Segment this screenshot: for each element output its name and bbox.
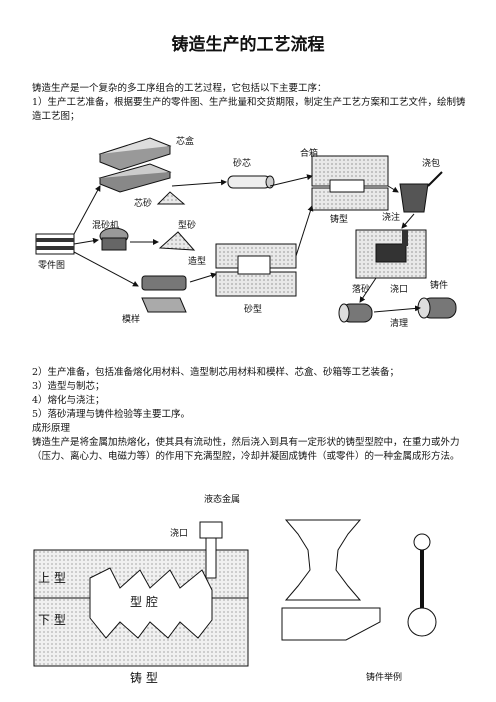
list-item-5: 5）落砂清理与铸件检验等主要工序。: [32, 409, 191, 420]
core-box-drawing: [98, 137, 172, 193]
list-item-4: 4）熔化与浇注；: [32, 395, 105, 406]
ladle-drawing: [399, 171, 443, 213]
part-drawing: [35, 233, 75, 255]
label-mixer: 混砂机: [92, 219, 119, 231]
mixer-drawing: [99, 227, 129, 251]
intro-line-2: 1）生产工艺准备，根据要生产的零件图、生产批量和交货期限，制定生产工艺方案和工艺…: [32, 97, 466, 122]
pattern-drawing: [141, 275, 187, 313]
mold-principle-figure: 液态金属 浇口 上 型 型 腔 下 型 铸 型 铸件举例: [30, 490, 470, 690]
core-drawing: [227, 175, 275, 189]
label-molding: 造型: [188, 255, 206, 267]
list-item-3: 3）造型与制芯；: [32, 381, 105, 392]
label-close-box: 合箱: [300, 147, 318, 159]
label-part-drawing: 零件图: [38, 259, 65, 271]
mold-drawing: [33, 521, 249, 667]
label-core-box: 芯盒: [176, 135, 194, 147]
casting-drawing: [338, 297, 457, 323]
principle-text: 铸造生产是将金属加热熔化，使其具有流动性，然后浇入到具有一定形状的铸型型腔中，在…: [32, 437, 460, 462]
example-casting-drawing: [281, 519, 437, 641]
label-casting: 铸件: [430, 279, 448, 291]
label-upper-mold: 上 型: [38, 571, 66, 585]
label-pattern: 模样: [122, 313, 140, 325]
label-examples: 铸件举例: [366, 671, 402, 683]
label-liquid-metal: 液态金属: [204, 493, 240, 505]
intro-line-1: 铸造生产是一个复杂的多工序组合的工艺过程，它包括以下主要工序：: [32, 83, 327, 94]
label-core-sand: 芯砂: [134, 197, 152, 209]
label-casting-mold: 铸型: [330, 213, 348, 225]
label-pouring: 浇注: [382, 211, 400, 223]
label-gate-2: 浇口: [170, 527, 188, 539]
core-sand-drawing: [156, 191, 186, 205]
mold-sand-drawing: [158, 231, 196, 251]
label-ladle: 浇包: [422, 157, 440, 169]
label-gate: 浇口: [390, 283, 408, 295]
label-lower-mold: 下 型: [38, 613, 66, 627]
label-mold: 铸 型: [130, 670, 158, 685]
casting-mold-drawing: [311, 155, 389, 211]
label-mold-sand: 型砂: [178, 219, 196, 231]
label-cleaning: 清理: [390, 317, 408, 329]
sand-mold-drawing: [215, 243, 297, 297]
list-item-2: 2）生产准备，包括准备熔化用材料、造型制芯用材料和模样、芯盒、砂箱等工艺装备；: [32, 367, 400, 378]
process-arrows: [73, 174, 421, 313]
page-title: 铸造生产的工艺流程: [171, 35, 325, 55]
casting-process-figure: 芯盒 芯砂 砂芯 零件图 混砂机 型砂 模样 造型 砂型 合箱 铸型: [30, 126, 470, 348]
label-shakeout: 落砂: [352, 283, 370, 295]
label-core: 砂芯: [233, 157, 251, 169]
label-cavity: 型 腔: [130, 594, 158, 609]
filled-mold-drawing: [355, 229, 427, 279]
label-sand-mold: 砂型: [244, 303, 262, 315]
section-heading: 成形原理: [32, 423, 71, 434]
